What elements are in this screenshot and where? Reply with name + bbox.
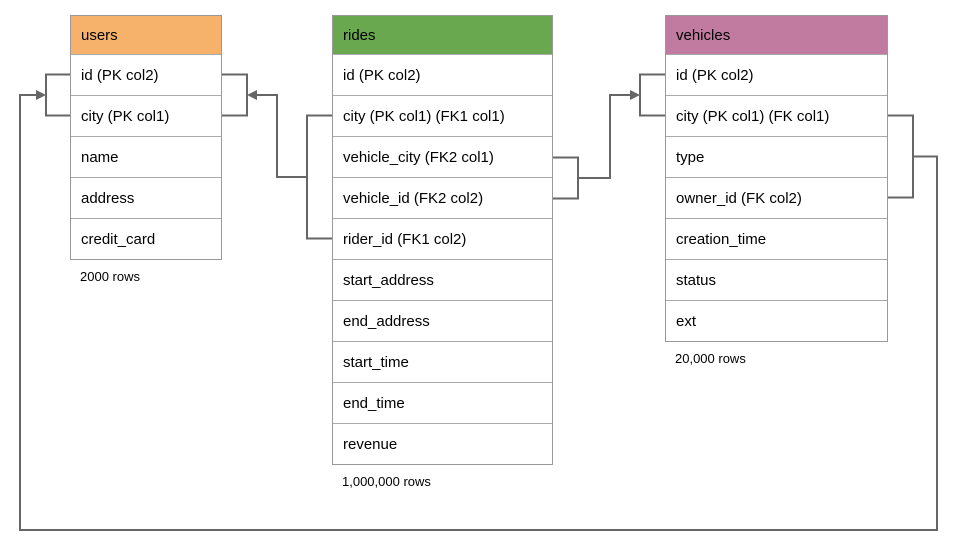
table-rides-box: rides id (PK col2) city (PK col1) (FK1 c… bbox=[332, 15, 553, 465]
column-row: revenue bbox=[333, 423, 552, 464]
row-count-label: 20,000 rows bbox=[675, 351, 746, 366]
column-row: address bbox=[71, 177, 221, 218]
connector-rides-to-vehicles bbox=[578, 94, 631, 179]
row-count-label: 1,000,000 rows bbox=[342, 474, 431, 489]
table-vehicles: vehicles id (PK col2) city (PK col1) (FK… bbox=[665, 15, 888, 366]
users-right-bracket bbox=[222, 73, 248, 117]
arrowhead-rides-to-vehicles bbox=[630, 90, 640, 100]
column-row: name bbox=[71, 136, 221, 177]
table-users-box: users id (PK col2) city (PK col1) name a… bbox=[70, 15, 222, 260]
column-row: start_time bbox=[333, 341, 552, 382]
column-row: city (PK col1) bbox=[71, 95, 221, 136]
vehicles-left-bracket bbox=[639, 73, 665, 117]
connector-rides-to-users bbox=[256, 94, 307, 178]
users-left-bracket bbox=[45, 73, 70, 117]
column-row: id (PK col2) bbox=[333, 54, 552, 95]
column-row: owner_id (FK col2) bbox=[666, 177, 887, 218]
table-users: users id (PK col2) city (PK col1) name a… bbox=[70, 15, 222, 284]
arrowhead-rides-to-users bbox=[247, 90, 257, 100]
column-row: credit_card bbox=[71, 218, 221, 259]
column-row: city (PK col1) (FK col1) bbox=[666, 95, 887, 136]
arrowhead-vehicles-to-users bbox=[36, 90, 46, 100]
column-row: ext bbox=[666, 300, 887, 341]
table-vehicles-header: vehicles bbox=[666, 16, 887, 54]
vehicles-right-bracket bbox=[888, 114, 914, 199]
column-row: vehicle_id (FK2 col2) bbox=[333, 177, 552, 218]
column-row: end_time bbox=[333, 382, 552, 423]
row-count-label: 2000 rows bbox=[80, 269, 140, 284]
column-row: creation_time bbox=[666, 218, 887, 259]
column-row: start_address bbox=[333, 259, 552, 300]
column-row: city (PK col1) (FK1 col1) bbox=[333, 95, 552, 136]
table-rides: rides id (PK col2) city (PK col1) (FK1 c… bbox=[332, 15, 553, 489]
column-row: status bbox=[666, 259, 887, 300]
column-row: end_address bbox=[333, 300, 552, 341]
column-row: rider_id (FK1 col2) bbox=[333, 218, 552, 259]
column-row: type bbox=[666, 136, 887, 177]
column-row: vehicle_city (FK2 col1) bbox=[333, 136, 552, 177]
table-vehicles-box: vehicles id (PK col2) city (PK col1) (FK… bbox=[665, 15, 888, 342]
column-row: id (PK col2) bbox=[71, 54, 221, 95]
table-rides-header: rides bbox=[333, 16, 552, 54]
rides-right-bracket bbox=[553, 156, 579, 200]
column-row: id (PK col2) bbox=[666, 54, 887, 95]
rides-left-bracket bbox=[306, 114, 332, 240]
table-users-header: users bbox=[71, 16, 221, 54]
